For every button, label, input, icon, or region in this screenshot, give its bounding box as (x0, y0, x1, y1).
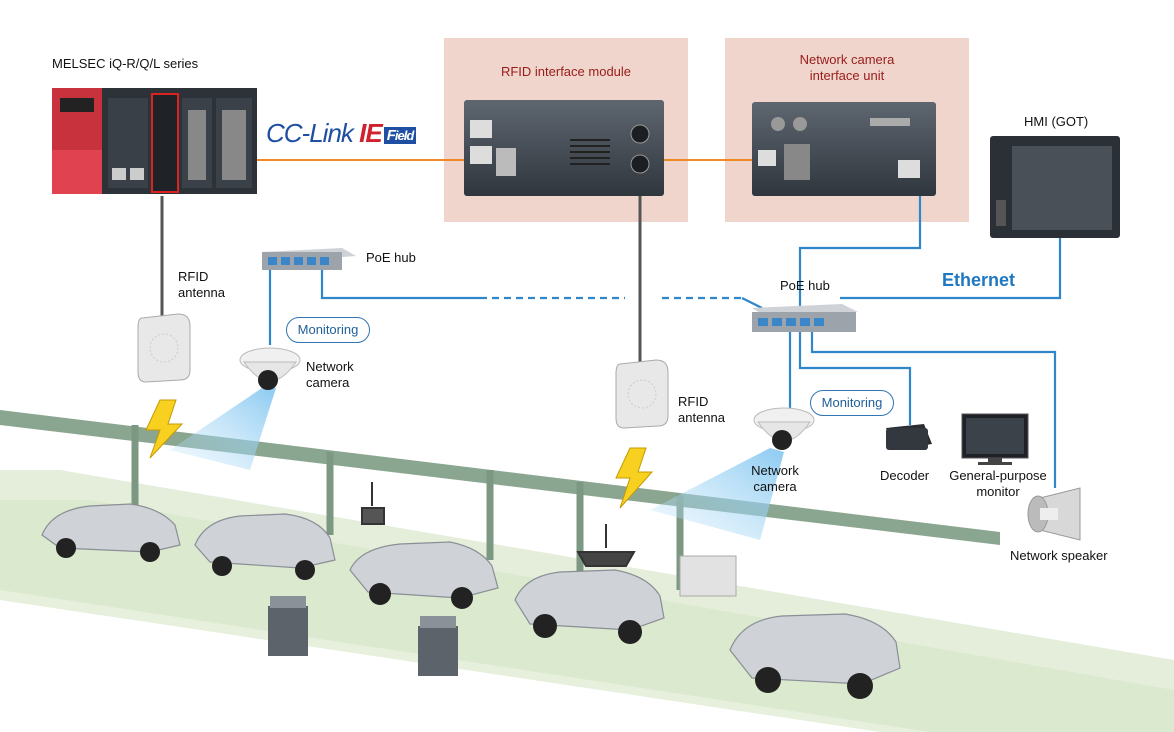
floor-stations (268, 555, 737, 676)
rfid-antenna-left-line1: RFID (178, 269, 209, 284)
cclink-ie-text: IE (359, 118, 383, 148)
monitoring-bubble-right: Monitoring (810, 390, 894, 416)
poe-hub-left (262, 248, 356, 270)
camera-right-line2: camera (753, 479, 797, 494)
poe-hub-left-label: PoE hub (366, 250, 416, 265)
cars (41, 503, 901, 699)
rfid-module-label: RFID interface module (500, 64, 632, 79)
camera-beam-left (170, 388, 276, 470)
cclink-text: CC-Link (266, 118, 354, 148)
hmi-got (990, 136, 1120, 238)
monitoring-bubble-left: Monitoring (286, 317, 370, 343)
rfid-antenna-right-line1: RFID (678, 394, 709, 409)
rfid-antenna-left (137, 313, 191, 383)
cclink-field-rest: ield (394, 127, 414, 143)
camera-unit-label-line2: interface unit (809, 68, 885, 83)
monitor-line2: monitor (976, 484, 1020, 499)
camera-left-line2: camera (306, 375, 350, 390)
network-camera-left (239, 347, 301, 390)
poe-hub-right-label: PoE hub (780, 278, 830, 293)
hmi-label: HMI (GOT) (1024, 114, 1089, 129)
plc-rack (52, 88, 257, 194)
ethernet-lines (268, 195, 1062, 488)
cclink-field-badge: Field (383, 126, 417, 144)
network-camera-interface-unit (752, 102, 936, 196)
decoder (886, 424, 932, 450)
camera-left-line1: Network (306, 359, 354, 374)
rfid-interface-module (464, 100, 664, 196)
ethernet-label: Ethernet (942, 270, 1016, 290)
rfid-antenna-right-line2: antenna (678, 410, 725, 425)
cclink-field-f: F (386, 126, 396, 144)
speaker-label: Network speaker (1010, 548, 1108, 563)
wireless-signal-right-icon (615, 447, 654, 509)
rfid-antenna-right (615, 359, 669, 429)
camera-right-line1: Network (751, 463, 799, 478)
rfid-antenna-left-line2: antenna (178, 285, 225, 300)
general-purpose-monitor (961, 413, 1029, 465)
decoder-label: Decoder (880, 468, 930, 483)
wireless-signal-left-icon (145, 399, 184, 459)
poe-hub-right (752, 304, 858, 332)
hanging-tools (361, 482, 636, 567)
camera-unit-label-line1: Network camera (799, 52, 895, 67)
network-speaker (1027, 487, 1081, 541)
antenna-cables (160, 196, 642, 362)
monitor-line1: General-purpose (949, 468, 1047, 483)
plc-label: MELSEC iQ-R/Q/L series (52, 56, 199, 71)
network-camera-right (753, 407, 815, 450)
camera-beam-right (650, 448, 784, 540)
